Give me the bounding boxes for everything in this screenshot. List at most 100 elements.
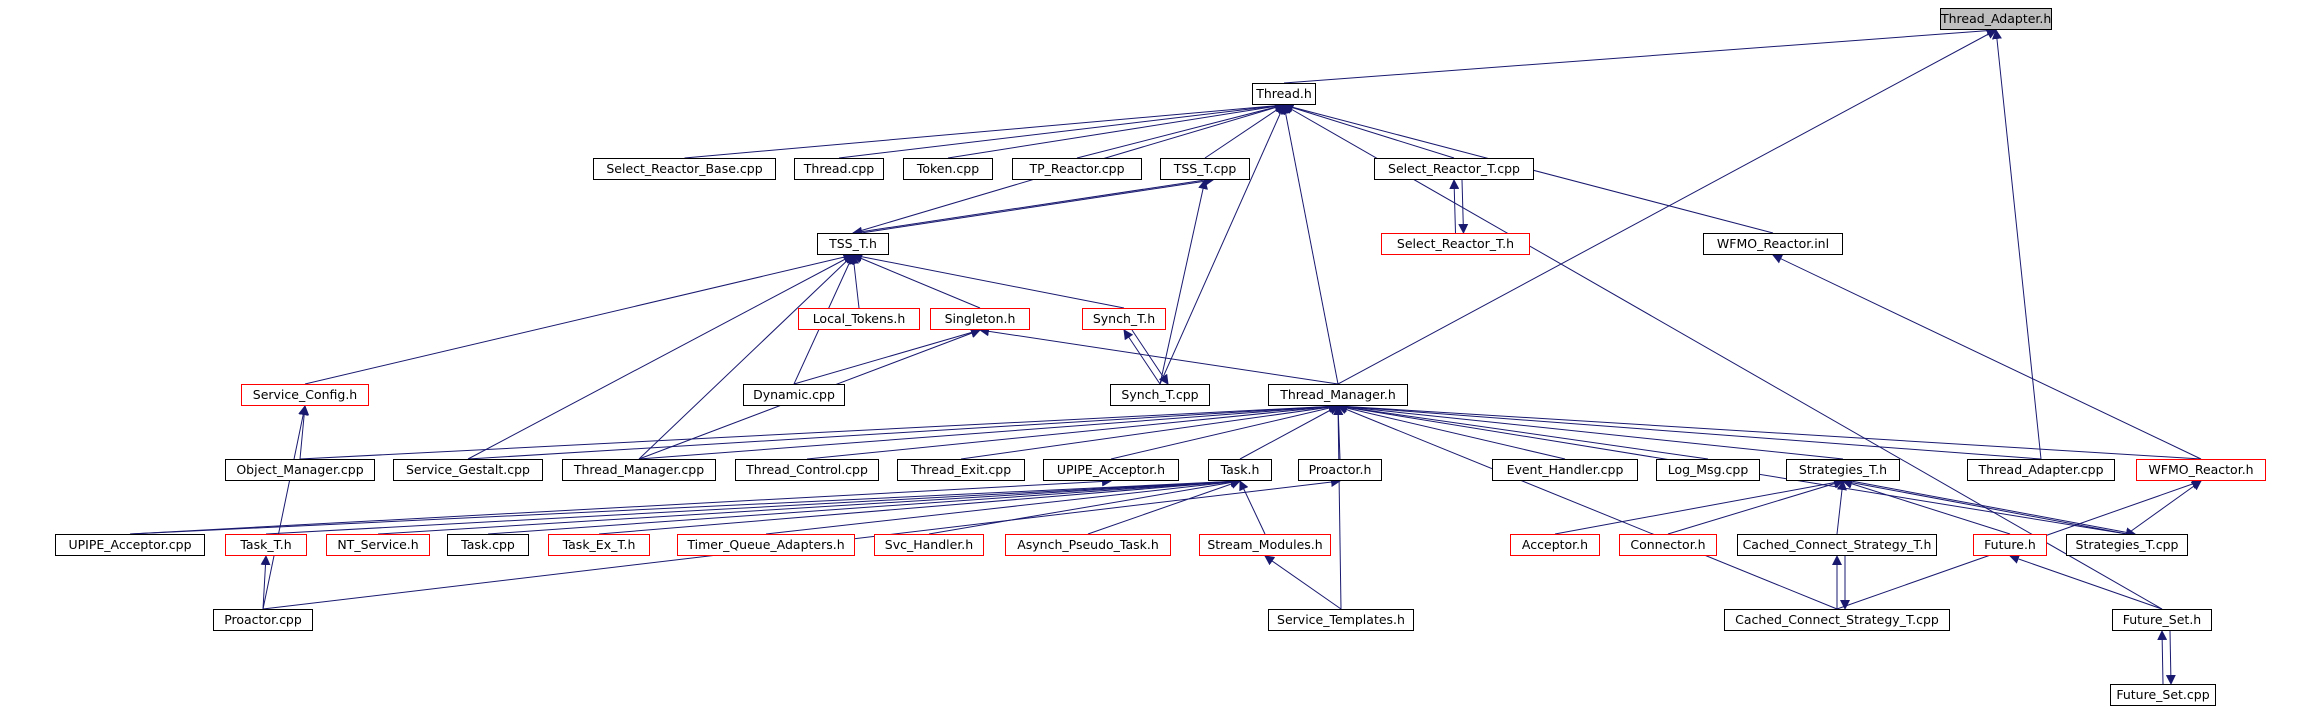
node-thread-manager-cpp[interactable]: Thread_Manager.cpp [562, 459, 716, 481]
node-thread-manager-h[interactable]: Thread_Manager.h [1268, 384, 1408, 406]
node-upipe-acceptor-cpp[interactable]: UPIPE_Acceptor.cpp [55, 534, 205, 556]
edge-wfmo_reactor_h-to-wfmo_reactor_inl [1772, 254, 2202, 460]
node-task-cpp[interactable]: Task.cpp [447, 534, 529, 556]
edge-nt_service_h-to-task_h [377, 476, 1241, 535]
node-dynamic-cpp[interactable]: Dynamic.cpp [743, 384, 845, 406]
node-proactor-h[interactable]: Proactor.h [1298, 459, 1382, 481]
node-service-config-h[interactable]: Service_Config.h [241, 384, 369, 406]
edge-acceptor_h-to-strategies_t_h [1554, 477, 1844, 535]
edge-object_manager_cpp-to-thread_manager_h [299, 401, 1339, 460]
node-select-reactor-base-cpp[interactable]: Select_Reactor_Base.cpp [593, 158, 776, 180]
node-wfmo-reactor-inl[interactable]: WFMO_Reactor.inl [1703, 233, 1843, 255]
node-proactor-cpp[interactable]: Proactor.cpp [213, 609, 313, 631]
edge-stream_modules_h-to-task_h [1239, 480, 1266, 535]
edge-dynamic_cpp-to-singleton_h [793, 327, 981, 385]
node-asynch-pseudo-task-h[interactable]: Asynch_Pseudo_Task.h [1005, 534, 1171, 556]
edge-select_reactor_base_cpp-to-thread_h [684, 100, 1285, 159]
edge-thread_manager_cpp-to-thread_manager_h [638, 401, 1339, 460]
edge-thread_control_cpp-to-thread_manager_h [806, 401, 1339, 460]
edge-task_ex_t_h-to-task_h [598, 476, 1241, 535]
edge-synch_t_h-to-tss_t_h [852, 251, 1125, 309]
node-strategies-t-cpp[interactable]: Strategies_T.cpp [2066, 534, 2188, 556]
node-thread-adapter-h[interactable]: Thread_Adapter.h [1940, 8, 2052, 30]
edge-future_set_h-to-future_set_cpp [2165, 630, 2176, 685]
node-task-t-h[interactable]: Task_T.h [225, 534, 307, 556]
edge-synch_t_cpp-to-thread_h [1159, 104, 1285, 385]
node-local-tokens-h[interactable]: Local_Tokens.h [798, 308, 920, 330]
edge-cached_connect_strategy_t_cpp-to-thread_manager_h [1337, 404, 1838, 610]
node-service-templates-h[interactable]: Service_Templates.h [1268, 609, 1414, 631]
node-synch-t-cpp[interactable]: Synch_T.cpp [1110, 384, 1210, 406]
node-task-h[interactable]: Task.h [1208, 459, 1272, 481]
node-upipe-acceptor-h[interactable]: UPIPE_Acceptor.h [1043, 459, 1179, 481]
node-task-ex-t-h[interactable]: Task_Ex_T.h [548, 534, 650, 556]
node-cached-connect-strategy-t-h[interactable]: Cached_Connect_Strategy_T.h [1737, 534, 1937, 556]
node-token-cpp[interactable]: Token.cpp [903, 158, 993, 180]
node-cached-connect-strategy-t-cpp[interactable]: Cached_Connect_Strategy_T.cpp [1724, 609, 1950, 631]
node-nt-service-h[interactable]: NT_Service.h [326, 534, 430, 556]
edge-strategies_t_h-to-thread_manager_h [1337, 401, 1844, 460]
node-thread-cpp[interactable]: Thread.cpp [794, 158, 884, 180]
edge-object_manager_cpp-to-service_config_h [299, 405, 310, 460]
node-select-reactor-t-h[interactable]: Select_Reactor_T.h [1381, 233, 1530, 255]
edge-local_tokens_h-to-tss_t_h [849, 254, 860, 309]
node-connector-h[interactable]: Connector.h [1619, 534, 1717, 556]
node-thread-exit-cpp[interactable]: Thread_Exit.cpp [897, 459, 1025, 481]
edge-tss_t_cpp-to-tss_t_h [852, 179, 1206, 237]
node-thread-adapter-cpp[interactable]: Thread_Adapter.cpp [1967, 459, 2115, 481]
edge-wfmo_reactor_h-to-thread_manager_h [1337, 401, 2202, 460]
node-future-set-h[interactable]: Future_Set.h [2112, 609, 2212, 631]
edge-synch_t_cpp-to-tss_t_cpp [1159, 179, 1208, 385]
edge-thread_adapter_cpp-to-thread_manager_h [1337, 401, 2042, 460]
node-acceptor-h[interactable]: Acceptor.h [1510, 534, 1600, 556]
node-event-handler-cpp[interactable]: Event_Handler.cpp [1492, 459, 1638, 481]
edge-select_reactor_t_h-to-select_reactor_t_cpp [1449, 179, 1460, 234]
edge-strategies_t_cpp-to-wfmo_reactor_h [2126, 480, 2202, 535]
node-thread-h[interactable]: Thread.h [1252, 83, 1316, 105]
node-tp-reactor-cpp[interactable]: TP_Reactor.cpp [1012, 158, 1142, 180]
node-future-set-cpp[interactable]: Future_Set.cpp [2110, 684, 2216, 706]
edge-thread_h-to-thread_adapter_h [1283, 25, 1997, 84]
node-log-msg-cpp[interactable]: Log_Msg.cpp [1656, 459, 1760, 481]
edge-singleton_h-to-tss_t_h [852, 253, 981, 309]
edge-future_h-to-strategies_t_h [1842, 478, 2011, 535]
edge-tp_reactor_cpp-to-thread_h [1076, 102, 1285, 159]
edge-thread_manager_h-to-thread_h [1280, 104, 1339, 385]
edge-asynch_pseudo_task_h-to-task_h [1087, 479, 1241, 535]
edge-service_templates_h-to-thread_manager_h [1333, 405, 1344, 610]
edge-svc_handler_h-to-task_h [928, 477, 1241, 535]
edge-service_gestalt_cpp-to-tss_t_h [467, 254, 854, 460]
node-timer-queue-adapters-h[interactable]: Timer_Queue_Adapters.h [677, 534, 855, 556]
edge-tss_t_h-to-tss_t_cpp [860, 176, 1214, 234]
node-strategies-t-h[interactable]: Strategies_T.h [1786, 459, 1900, 481]
node-tss-t-h[interactable]: TSS_T.h [817, 233, 889, 255]
edge-future_set_h-to-future_h [2009, 554, 2163, 610]
edge-future_set_cpp-to-future_set_h [2157, 630, 2168, 685]
node-future-h[interactable]: Future.h [1973, 534, 2047, 556]
edge-upipe_acceptor_cpp-to-task_h [129, 476, 1241, 535]
node-select-reactor-t-cpp[interactable]: Select_Reactor_T.cpp [1374, 158, 1534, 180]
edge-cached_connect_strategy_t_h-to-strategies_t_h [1836, 480, 1847, 535]
edge-service_templates_h-to-stream_modules_h [1264, 555, 1342, 610]
node-stream-modules-h[interactable]: Stream_Modules.h [1199, 534, 1331, 556]
edge-thread_exit_cpp-to-thread_manager_h [960, 402, 1339, 460]
node-object-manager-cpp[interactable]: Object_Manager.cpp [225, 459, 375, 481]
node-thread-control-cpp[interactable]: Thread_Control.cpp [735, 459, 879, 481]
node-wfmo-reactor-h[interactable]: WFMO_Reactor.h [2136, 459, 2266, 481]
edge-proactor_cpp-to-task_t_h [260, 555, 271, 610]
node-tss-t-cpp[interactable]: TSS_T.cpp [1160, 158, 1250, 180]
edge-thread_adapter_cpp-to-thread_adapter_h [1991, 29, 2042, 460]
edge-upipe_acceptor_h-to-thread_manager_h [1110, 403, 1339, 460]
node-singleton-h[interactable]: Singleton.h [930, 308, 1030, 330]
node-synch-t-h[interactable]: Synch_T.h [1082, 308, 1166, 330]
edge-timer_queue_adapters_h-to-task_h [765, 477, 1241, 535]
edge-task_t_h-to-task_h [265, 476, 1241, 535]
edge-thread_manager_cpp-to-tss_t_h [638, 254, 854, 460]
edge-future_set_h-to-thread_h [1283, 104, 2163, 610]
edge-log_msg_cpp-to-thread_manager_h [1337, 402, 1709, 460]
edge-tss_t_cpp-to-thread_h [1204, 104, 1285, 159]
node-service-gestalt-cpp[interactable]: Service_Gestalt.cpp [393, 459, 543, 481]
node-svc-handler-h[interactable]: Svc_Handler.h [874, 534, 984, 556]
edge-synch_t_cpp-to-synch_t_h [1123, 329, 1161, 385]
